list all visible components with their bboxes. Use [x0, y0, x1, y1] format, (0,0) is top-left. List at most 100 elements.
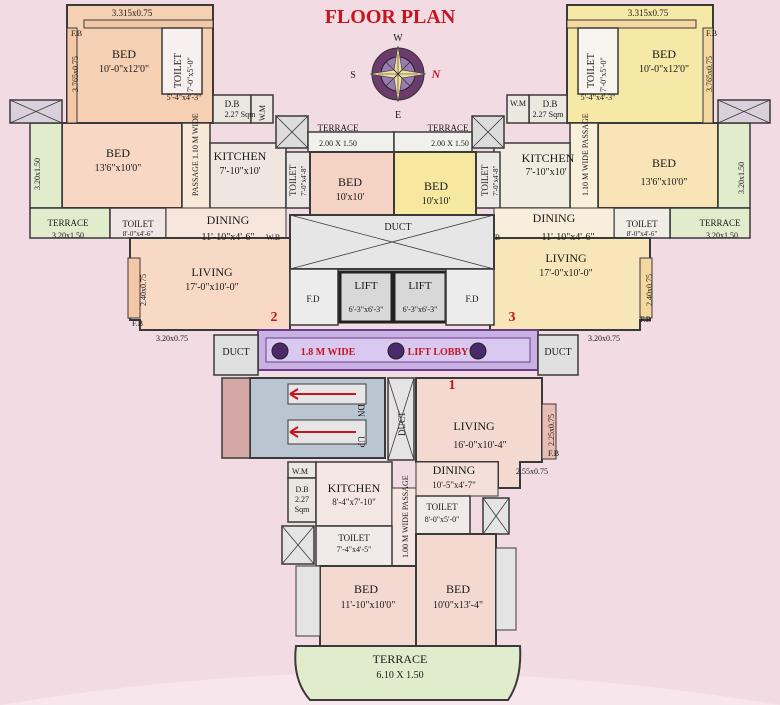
- flat2-toilet2-name: TOILET: [288, 164, 298, 196]
- flat1-bed2-room: [415, 533, 497, 647]
- flat3-dim-side: 3.765x0.75: [705, 56, 714, 92]
- core-duct-left: DUCT: [222, 347, 249, 358]
- flat1-db-name: D.B: [295, 485, 308, 494]
- flat3-fb-bottom: F.B: [640, 315, 651, 324]
- flat3-fb-top: F.B: [706, 29, 717, 38]
- flat3-living-name: LIVING: [545, 251, 587, 265]
- flat2-dining-name: DINING: [207, 213, 250, 227]
- flat2-terrace-side-dim: 3.20x1.50: [33, 158, 42, 190]
- flat2-living-window: [127, 257, 141, 319]
- flat1-passage: 1.00 M WIDE PASSAGE: [401, 475, 410, 558]
- flat1-side-window: [541, 403, 557, 460]
- flat3-terrace-name: TERRACE: [699, 218, 741, 228]
- flat1-toilet1-size: 8'-0"x5'-0": [425, 515, 460, 524]
- flat2-living-size: 17'-0"x10'-0": [185, 282, 238, 293]
- core-lift1-size: 6'-3"x6'-3": [349, 305, 384, 314]
- flat2-wb: W.B: [266, 233, 280, 242]
- flat1-dim-bottom: 2.55x0.75: [516, 467, 548, 476]
- flat3-side-window: [702, 27, 714, 124]
- flat-2: [9, 4, 395, 331]
- flat-3: [393, 4, 771, 331]
- flat3-dim-bottom: 3.20x0.75: [588, 334, 620, 343]
- flat3-kitchen-room: [493, 142, 571, 209]
- core-lift1-box: [338, 270, 394, 324]
- flat2-bed1-name: BED: [112, 47, 136, 61]
- flat3-dining-name: DINING: [533, 211, 576, 225]
- flat1-kitchen-room: [315, 461, 393, 527]
- core-duct-right-box: [537, 334, 579, 376]
- flat2-db-size: 2.27 Sqm: [225, 110, 256, 119]
- flat2-bed3-size: 10'x10': [336, 192, 365, 203]
- core-fd-left: F.D: [306, 294, 320, 304]
- flat3-terrace-side-b: [669, 207, 751, 239]
- flat2-dim-top: 3.315x0.75: [112, 8, 153, 18]
- page-title: FLOOR PLAN: [325, 6, 456, 28]
- core-duct-left-box: [213, 334, 259, 376]
- flat3-living-window: [639, 257, 653, 319]
- flat2-terrace-top-name: TERRACE: [317, 123, 359, 133]
- flat1-bed1-name: BED: [354, 582, 378, 596]
- flat2-toilet3-size: 8'-0"x4'-6": [123, 230, 154, 238]
- flat1-living-name: LIVING: [453, 419, 495, 433]
- flat1-dim-side: 2.25x0.75: [547, 414, 556, 446]
- flat2-dim-bottom: 3.20x0.75: [156, 334, 188, 343]
- core: [213, 214, 579, 461]
- flat1-bed2-name: BED: [446, 582, 470, 596]
- flat2-toilet2-room: [285, 151, 311, 209]
- flat2-bed3-name: BED: [338, 175, 362, 189]
- flat2-kitchen-room: [209, 142, 287, 209]
- flat1-wm: W.M: [292, 467, 308, 476]
- flat3-bed2-room: [597, 122, 719, 209]
- core-left-shaft: [221, 377, 251, 459]
- flat2-fb-bottom: F.B: [132, 319, 143, 328]
- flat3-toilet3-size: 8'-0"x4'-6": [627, 230, 658, 238]
- flat1-db-size2: Sqm: [295, 505, 310, 514]
- flat2-dim-living: 2.40x0.75: [139, 274, 148, 306]
- flat1-toilet1-name: TOILET: [426, 502, 458, 512]
- flat1-dining-room: [415, 461, 499, 497]
- flat3-wm: W.M: [510, 99, 526, 108]
- core-lift2-box: [392, 270, 448, 324]
- flat3-passage-size: 5'-4"x4'-3": [581, 93, 616, 102]
- flat2-kitchen-size: 7'-10"x10': [219, 166, 260, 177]
- flat1-db-room: [287, 477, 317, 523]
- flat2-number: 2: [271, 310, 278, 325]
- flat2-side-window: [66, 27, 78, 124]
- core-fd-right: F.D: [465, 294, 479, 304]
- core-lift1-name: LIFT: [354, 280, 378, 292]
- flat1-dining-size: 10'-5"x4'-7": [432, 480, 476, 490]
- flat1-toilet2-size: 7'-4"x4'-5": [337, 545, 372, 554]
- flat1-terrace: [294, 645, 522, 701]
- flat1-fb: F.B: [548, 449, 559, 458]
- flat3-toilet1-size: 7'-0"x5'-0": [599, 57, 608, 92]
- core-fd-left-box: [289, 268, 339, 326]
- flat3-dining-room: [493, 207, 615, 239]
- flat1-kitchen-name: KITCHEN: [328, 481, 381, 495]
- flat3-db-name: D.B: [543, 99, 558, 109]
- flat2-living-name: LIVING: [191, 265, 233, 279]
- flat3-dim-top: 3.315x0.75: [628, 8, 669, 18]
- core-fd-right-box: [445, 268, 495, 326]
- flat2-top-window: [83, 19, 214, 29]
- flat-1: [281, 377, 557, 701]
- flat3-kitchen-name: KITCHEN: [522, 151, 575, 165]
- flat3-bed3-size: 10'x10': [422, 196, 451, 207]
- flat2-fb-top: F.B: [71, 29, 82, 38]
- flat1-toilet1-room: [415, 495, 471, 535]
- flat1-living-size: 16'-0"x10'-4": [453, 440, 506, 451]
- core-duct-stair: DUCT: [397, 411, 407, 436]
- core-duct-top: DUCT: [384, 222, 411, 233]
- flat2-passage: PASSAGE 1.10 M WIDE: [191, 113, 200, 196]
- flat1-toilet2-room: [315, 525, 393, 567]
- flat2-bed2-name: BED: [106, 146, 130, 160]
- flat3-toilet3-name: TOILET: [626, 219, 658, 229]
- flat1-kitchen-size: 8'-4"x7'-10": [332, 497, 376, 507]
- flat2-toilet1-room: [161, 27, 203, 95]
- core-lobby-medallion-right: [469, 342, 487, 360]
- flat2-terrace-side-b: [29, 207, 111, 239]
- flat3-dim-living: 2.40x0.75: [645, 274, 654, 306]
- flat2-dim-side: 3.765x0.75: [71, 56, 80, 92]
- flat3-bed1-name: BED: [652, 47, 676, 61]
